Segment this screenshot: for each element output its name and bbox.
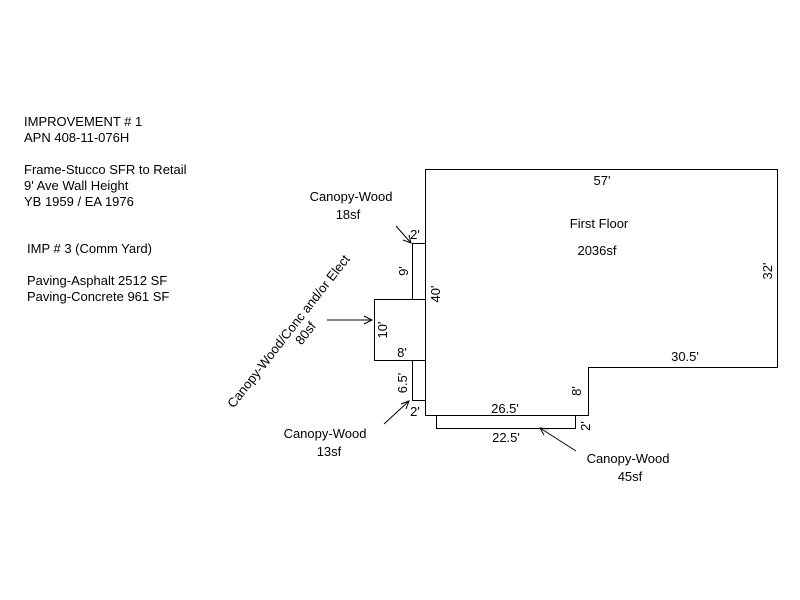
imp3-title: IMP # 3 (Comm Yard) <box>27 241 152 256</box>
paving-asphalt: Paving-Asphalt 2512 SF <box>27 273 168 288</box>
canopy-top-label: Canopy-Wood <box>310 189 393 204</box>
canopy-low-length: 6.5' <box>395 373 410 394</box>
dim-left: 40' <box>428 286 443 303</box>
canopy-bottom-width: 2' <box>578 421 593 431</box>
imp3-info: IMP # 3 (Comm Yard) Paving-Asphalt 2512 … <box>27 241 169 305</box>
canopy-mid-outline <box>374 299 426 361</box>
canopy-mid-label: Canopy-Wood/Conc and/or Elect <box>224 252 353 411</box>
canopy-top-area: 18sf <box>336 207 361 222</box>
canopy-low-outline <box>412 360 426 401</box>
canopy-mid-length: 10' <box>375 322 390 339</box>
arrow-canopy-low <box>383 400 410 425</box>
canopy-top-outline <box>412 243 426 300</box>
apn-number: APN 408-11-076H <box>24 130 130 145</box>
canopy-bottom-area: 45sf <box>618 469 643 484</box>
canopy-bottom-label: Canopy-Wood <box>587 451 670 466</box>
floor-area: 2036sf <box>577 243 616 258</box>
dim-bottom: 26.5' <box>491 401 519 416</box>
paving-concrete: Paving-Concrete 961 SF <box>27 289 170 304</box>
arrow-canopy-bottom <box>539 427 577 452</box>
canopy-low-width: 2' <box>410 404 420 419</box>
dim-top: 57' <box>594 173 611 188</box>
canopy-low-area: 13sf <box>317 444 342 459</box>
dim-step-top: 30.5' <box>671 349 699 364</box>
improvement-info: IMPROVEMENT # 1 APN 408-11-076H Frame-St… <box>24 114 187 210</box>
canopy-top-length: 9' <box>396 266 411 276</box>
canopy-bottom-length: 22.5' <box>492 430 520 445</box>
dim-right: 32' <box>760 263 775 280</box>
floor-name: First Floor <box>570 216 629 231</box>
arrow-canopy-mid <box>327 315 374 325</box>
dim-step-side: 8' <box>569 386 584 396</box>
wall-height: 9' Ave Wall Height <box>24 178 129 193</box>
canopy-mid-width: 8' <box>397 345 407 360</box>
arrow-canopy-top <box>395 225 412 244</box>
canopy-low-label: Canopy-Wood <box>284 426 367 441</box>
canopy-top-width: 2' <box>410 227 420 242</box>
year-built: YB 1959 / EA 1976 <box>24 194 134 209</box>
first-floor-outline <box>425 169 778 416</box>
improvement-title: IMPROVEMENT # 1 <box>24 114 143 129</box>
canopy-bottom-outline <box>436 415 576 429</box>
construction-type: Frame-Stucco SFR to Retail <box>24 162 187 177</box>
